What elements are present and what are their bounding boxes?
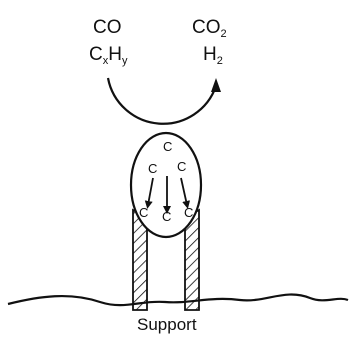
hydrocarbon-y: y (121, 55, 128, 67)
product-co2-label: CO2 (192, 17, 227, 40)
reactant-co-label: CO (93, 17, 122, 38)
carbon-atom-bottom-left: C (139, 205, 149, 220)
catalyst-particle (129, 131, 203, 239)
diffusion-arrow-left (144, 177, 154, 209)
product-h2-label: H2 (203, 44, 223, 67)
h2-sub: 2 (216, 55, 223, 67)
reactant-hydrocarbon-label: CxHy (89, 44, 128, 67)
hydrocarbon-h: H (108, 44, 122, 65)
co2-sub: 2 (220, 28, 227, 40)
carbon-atom-bottom-center: C (162, 209, 172, 224)
carbon-atom-bottom-right: C (184, 205, 194, 220)
support-surface (7, 293, 349, 307)
hydrocarbon-x: x (102, 55, 109, 67)
h2-main: H (203, 44, 217, 65)
support-label: Support (137, 315, 197, 334)
carbon-atom-top-right: C (177, 159, 187, 174)
hydrocarbon-c: C (89, 44, 103, 65)
carbon-atom-top-center: C (163, 139, 173, 154)
reaction-arrowhead (211, 78, 221, 92)
diffusion-arrow-right (180, 177, 191, 209)
carbon-atom-top-left: C (148, 161, 158, 176)
co2-main: CO (192, 17, 221, 38)
reaction-arc (106, 77, 218, 125)
